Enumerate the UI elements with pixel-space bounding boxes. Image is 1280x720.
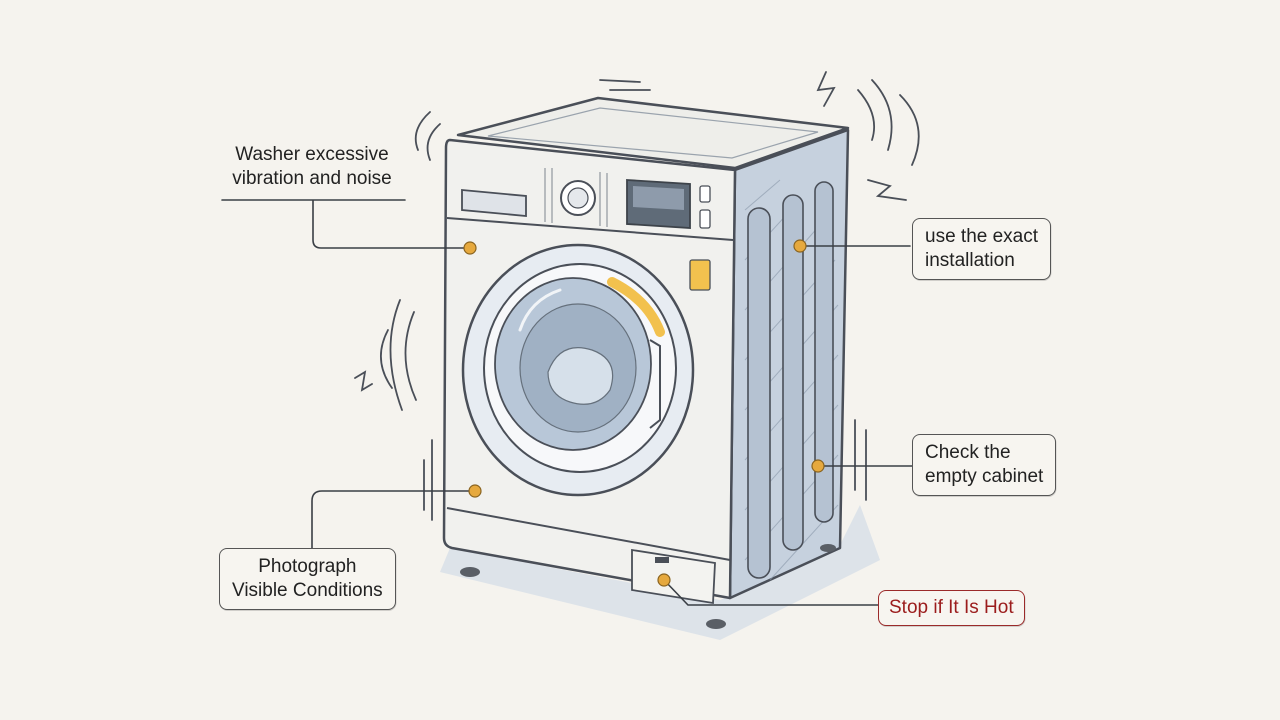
leader-hot: [663, 579, 879, 606]
leader-lines: [221, 199, 913, 606]
foot-back-right: [820, 544, 836, 552]
callout-hot-line-1: Stop if It Is Hot: [889, 597, 1014, 618]
marker-cabinet: [811, 459, 825, 473]
door-handle: [649, 339, 661, 429]
callout-photograph: Photograph Visible Conditions: [219, 548, 396, 610]
rating-sticker: [689, 259, 711, 291]
callout-cabinet: Check the empty cabinet: [912, 434, 1057, 496]
filter-hatch-slot: [655, 557, 669, 563]
control-panel-line: [446, 217, 734, 241]
callout-hot-warning: Stop if It Is Hot: [878, 590, 1025, 626]
plinth-line: [446, 507, 731, 561]
marker-installation: [793, 239, 807, 253]
callout-installation-line-1: use the exact: [925, 226, 1039, 247]
side-grooves: [747, 181, 834, 579]
laundry-inside: [547, 347, 614, 405]
panel-button-top: [699, 185, 711, 203]
foot-front-left: [460, 567, 480, 577]
floor-shadow: [440, 505, 880, 640]
door-highlight: [607, 277, 665, 337]
callout-photograph-line-2: Visible Conditions: [232, 580, 383, 601]
washer-top: [456, 96, 850, 170]
leader-photograph: [311, 490, 476, 549]
detergent-drawer: [461, 189, 527, 217]
washer-top-inner: [487, 107, 819, 159]
panel-vents: [544, 168, 608, 227]
display-glass: [633, 186, 684, 210]
callout-cabinet-line-2: empty cabinet: [925, 466, 1044, 487]
marker-photograph: [468, 484, 482, 498]
filter-hatch: [631, 548, 716, 605]
panel-button-bottom: [699, 209, 711, 229]
callout-cabinet-line-1: Check the: [925, 442, 1011, 463]
marker-vibration: [463, 241, 477, 255]
leader-vibration: [221, 199, 471, 249]
callout-vibration-line-2: vibration and noise: [232, 168, 392, 189]
marker-dots: [463, 239, 825, 587]
callout-vibration-line-1: Washer excessive: [235, 144, 389, 165]
callout-installation-line-2: installation: [925, 250, 1015, 271]
marker-hot: [657, 573, 671, 587]
callout-vibration: Washer excessive vibration and noise: [212, 143, 412, 191]
glass-reflection: [518, 288, 562, 332]
callout-installation: use the exact installation: [912, 218, 1052, 280]
foot-front-right: [706, 619, 726, 629]
vibration-marks: [354, 71, 920, 521]
knob-center: [567, 187, 589, 209]
callout-photograph-line-1: Photograph: [258, 556, 357, 577]
